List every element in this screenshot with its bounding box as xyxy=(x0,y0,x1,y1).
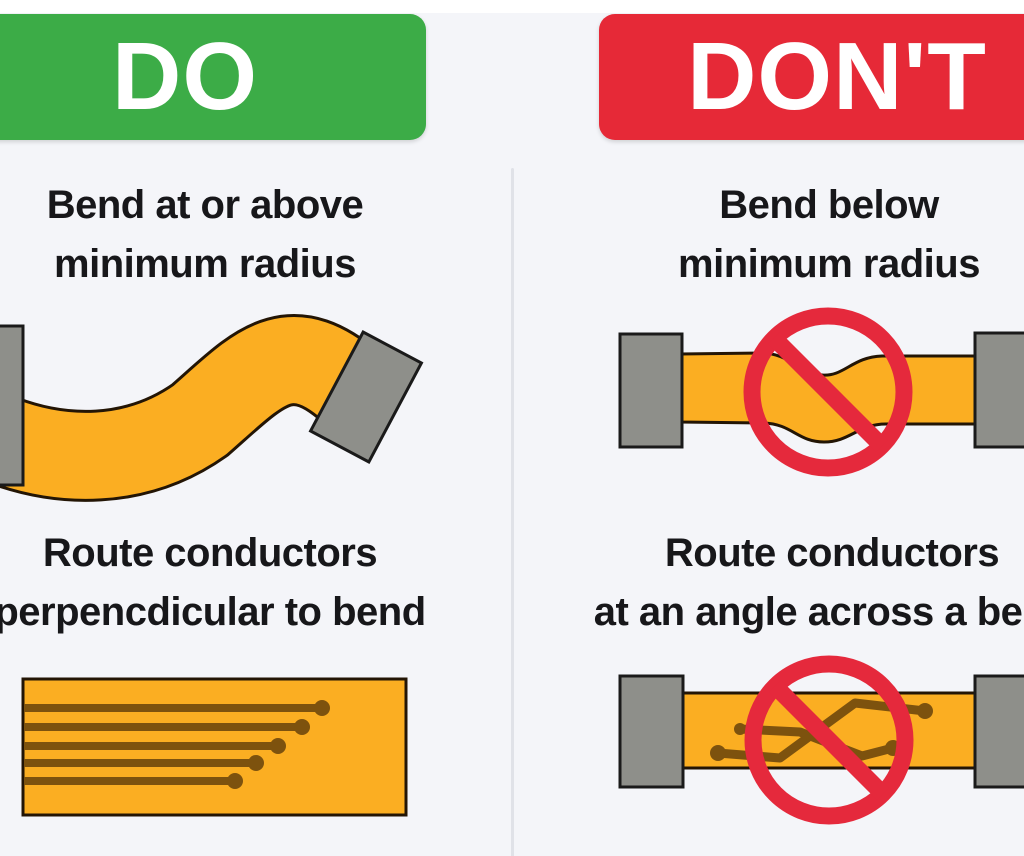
do-banner: DO xyxy=(0,14,426,140)
dont-caption-route-line2: at an angle across a bend xyxy=(593,590,1024,634)
dont-banner-label: DON'T xyxy=(687,23,987,130)
flex-connector xyxy=(308,330,424,464)
creased-bend-illustration xyxy=(618,307,1024,477)
do-caption-route-line2: perpencdicular to bend xyxy=(0,590,426,634)
flex-connector xyxy=(618,332,684,449)
dont-caption-route-line1: Route conductors xyxy=(664,531,1000,575)
no-symbol-icon xyxy=(743,307,913,477)
do-caption-route: Route conductors perpencdicular to bend xyxy=(0,524,510,642)
flex-connector xyxy=(973,331,1024,449)
flex-connector xyxy=(0,324,25,487)
do-banner-label: DO xyxy=(112,23,258,130)
column-divider xyxy=(511,168,514,856)
dont-banner: DON'T xyxy=(599,14,1024,140)
do-caption-bend-line2: minimum radius xyxy=(54,242,356,286)
dont-caption-bend-line2: minimum radius xyxy=(678,242,980,286)
dont-caption-bend: Bend below minimum radius xyxy=(529,176,1024,294)
no-symbol-icon xyxy=(744,655,914,825)
flex-connector xyxy=(973,674,1024,789)
do-caption-route-line1: Route conductors xyxy=(42,531,378,575)
perpendicular-traces-illustration xyxy=(21,677,408,817)
do-caption-bend-line1: Bend at or above xyxy=(46,183,364,227)
do-caption-bend: Bend at or above minimum radius xyxy=(0,176,505,294)
flex-connector xyxy=(618,674,685,789)
gentle-s-bend-illustration xyxy=(0,314,424,502)
dont-caption-bend-line1: Bend below xyxy=(719,183,939,227)
dont-caption-route: Route conductors at an angle across a be… xyxy=(532,524,1024,642)
angled-traces-illustration xyxy=(618,655,1024,825)
